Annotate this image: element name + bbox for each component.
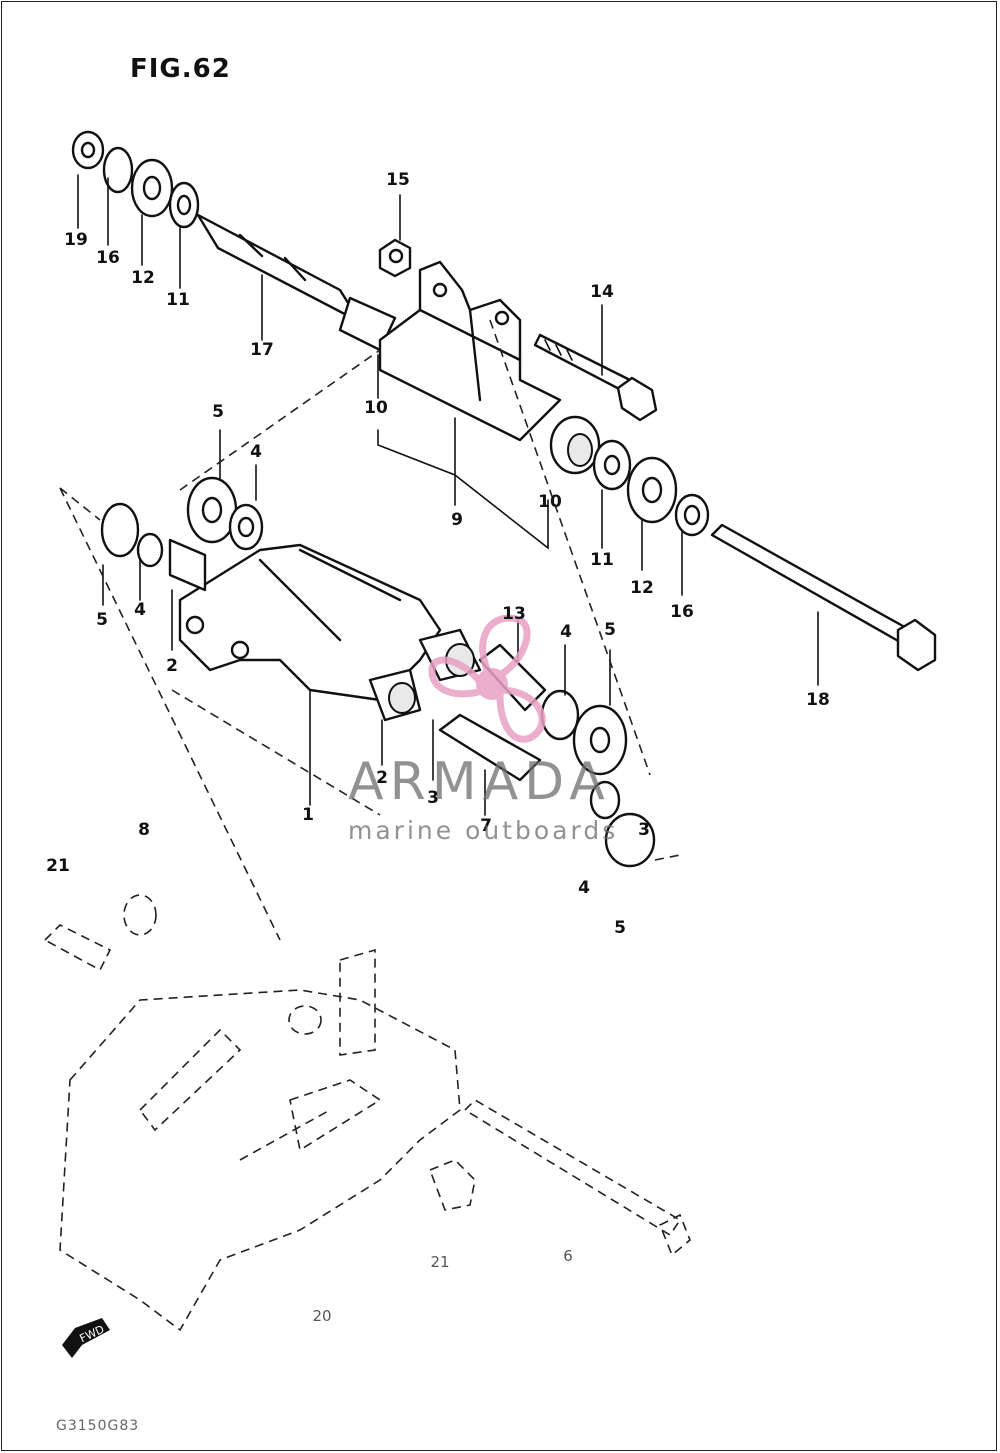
callout-14: 14: [590, 282, 614, 302]
callout-2-left: 2: [166, 656, 178, 676]
callout-19: 19: [64, 230, 88, 250]
callout-17: 17: [250, 340, 274, 360]
lower-bolts: [43, 894, 691, 1257]
callout-4-left: 4: [134, 600, 146, 620]
watermark-tagline: marine outboards: [348, 816, 619, 845]
callout-11: 11: [166, 290, 190, 310]
callout-12-right: 12: [630, 578, 654, 598]
callout-20: 20: [312, 1307, 332, 1325]
callout-8: 8: [138, 820, 150, 840]
lower-bracket-20: [59, 948, 461, 1332]
callout-21-left: 21: [46, 856, 70, 876]
left-washer-stack: [71, 130, 200, 229]
dashed-reference-lines: [59, 319, 681, 941]
callout-18: 18: [806, 690, 830, 710]
figure-title: FIG.62: [130, 54, 231, 84]
callout-5-upper: 5: [212, 402, 224, 422]
callout-3-right: 3: [638, 820, 650, 840]
bearing-10-right: [549, 415, 601, 475]
long-bolt-18: [710, 523, 937, 672]
left-spacers: [100, 476, 264, 592]
callout-10: 10: [364, 398, 388, 418]
callout-5-mid: 5: [604, 620, 616, 640]
nut-15: [378, 238, 412, 278]
callout-9: 9: [451, 510, 463, 530]
pivot-sleeve-17: [196, 213, 397, 352]
armada-propeller-logo: [428, 614, 546, 743]
callout-5-lower: 5: [614, 918, 626, 938]
callout-4-lower: 4: [578, 878, 590, 898]
callout-10-right: 10: [538, 492, 562, 512]
callout-13: 13: [502, 604, 526, 624]
leader-lines: [77, 174, 819, 816]
callout-1: 1: [302, 805, 314, 825]
drawing-code: G3150G83: [56, 1418, 140, 1434]
callout-16: 16: [96, 248, 120, 268]
callout-11-right: 11: [590, 550, 614, 570]
callout-4-mid: 4: [560, 622, 572, 642]
forward-arrow-icon: [62, 1318, 110, 1358]
callout-6: 6: [563, 1247, 573, 1265]
callout-12: 12: [131, 268, 155, 288]
callout-7: 7: [480, 816, 492, 836]
callout-3-lower: 3: [427, 788, 439, 808]
callout-2-lower: 2: [376, 768, 388, 788]
right-washers-lower: [540, 689, 656, 868]
callout-16-right: 16: [670, 602, 694, 622]
callout-4-upper: 4: [250, 442, 262, 462]
link-bracket-9: [378, 260, 562, 442]
bolt-14: [533, 333, 658, 422]
callout-15: 15: [386, 170, 410, 190]
callout-5-left: 5: [96, 610, 108, 630]
right-washer-stack: [592, 439, 710, 537]
callout-21-bottom: 21: [430, 1253, 450, 1271]
watermark-brand: ARMADA: [348, 752, 611, 812]
